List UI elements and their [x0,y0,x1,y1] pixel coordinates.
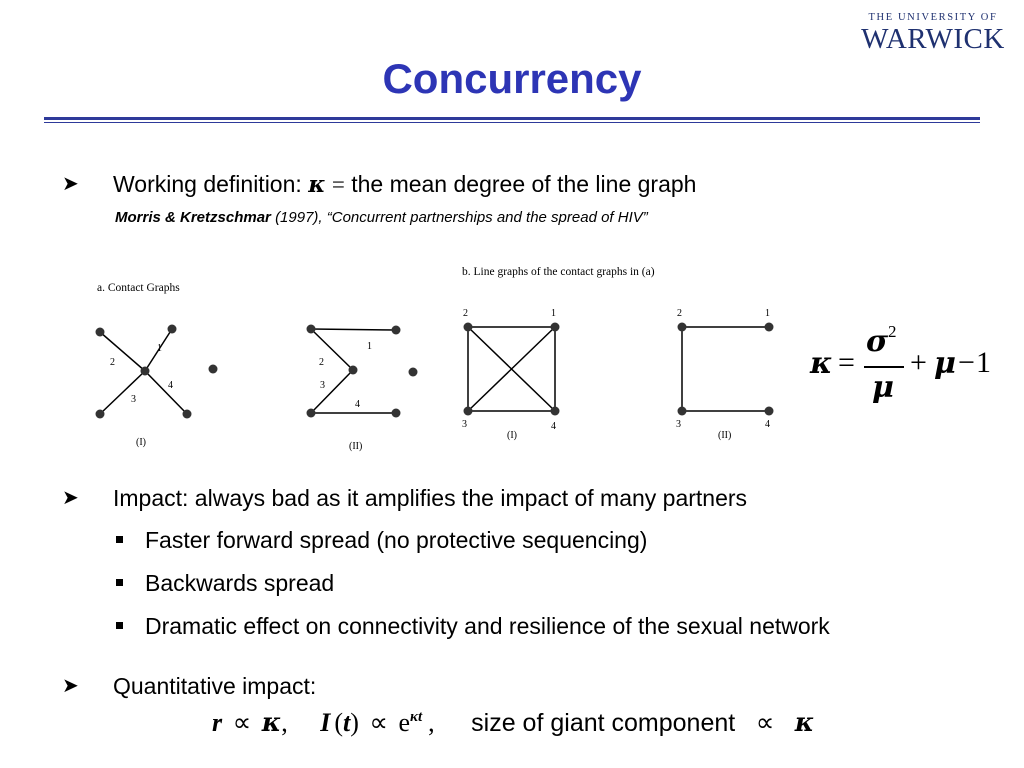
formula-minus: − [958,346,975,379]
svg-text:3: 3 [131,394,136,405]
contact-graph-ii-nodes [306,324,418,418]
university-logo: THE UNIVERSITY OF WARWICK [858,12,1008,54]
svg-text:2: 2 [110,357,115,368]
svg-text:1: 1 [157,343,162,354]
giant-component-text: size of giant component [471,709,736,737]
definition-bullet: Working definition: κ = the mean degree … [113,170,696,199]
equals-sign: = [331,172,345,197]
impact-sub-2: Backwards spread [145,570,335,596]
reference-details: (1997), “Concurrent partnerships and the… [275,209,648,226]
kappa-formula: κ = σ 2 μ + μ − 1 [808,320,1013,410]
proportionality-equation: r ∝ κ, I(t) ∝ eκt, size of giant compone… [212,708,814,748]
fraction-bar [864,366,904,368]
line-graph-i-nodes [463,322,560,416]
svg-text:2: 2 [463,308,468,319]
line-graph-ii-nodes [677,322,774,416]
svg-text:3: 3 [462,419,467,430]
formula-one: 1 [976,346,991,379]
graph-label-a1-roman: (I) [136,437,146,448]
reference-citation: Morris & Kretzschmar (1997), “Concurrent… [115,209,648,226]
contact-graph-i [99,328,188,415]
formula-kappa: κ [810,346,833,381]
arrow-bullet-icon: ➤ [62,487,79,509]
formula-equals: = [838,346,855,379]
formula-plus: + [910,346,927,379]
eq-kappa-2: κ [794,708,815,738]
svg-text:4: 4 [355,399,360,410]
impact-bullet: Impact: always bad as it amplifies the i… [113,485,748,511]
square-bullet-icon [116,622,123,629]
svg-text:3: 3 [320,380,325,391]
arrow-bullet-icon: ➤ [62,173,79,195]
eq-rparen: ) [350,708,359,737]
title-rule-thin [44,122,980,123]
line-graph-ii-labels: 2 1 3 4 [676,308,770,430]
eq-proportional-1: ∝ [232,708,252,737]
formula-mu-denominator: μ [872,370,894,405]
svg-text:1: 1 [367,341,372,352]
impact-sub-1: Faster forward spread (no protective seq… [145,527,648,553]
eq-comma-1: , [281,708,288,737]
eq-comma-2: , [428,708,435,737]
svg-text:4: 4 [551,421,556,432]
eq-exp-base: e [398,708,411,737]
contact-graph-ii-labels: 1 2 3 4 [319,341,372,410]
svg-text:1: 1 [551,308,556,319]
svg-text:1: 1 [765,308,770,319]
svg-text:4: 4 [765,419,770,430]
eq-proportional-2: ∝ [369,708,388,737]
arrow-bullet-icon: ➤ [62,675,79,697]
eq-proportional-3: ∝ [755,708,775,737]
square-bullet-icon [116,579,123,586]
eq-I: I [320,708,331,737]
eq-lparen: ( [334,708,343,737]
panel-a-caption: a. Contact Graphs [97,282,180,294]
graph-label-b1-roman: (I) [507,430,517,441]
logo-line-1: THE UNIVERSITY OF [868,12,998,23]
definition-rest: the mean degree of the line graph [351,171,697,197]
square-bullet-icon [116,536,123,543]
reference-authors: Morris & Kretzschmar [115,209,271,226]
contact-graph-i-nodes [95,324,218,419]
eq-kappa-1: κ [261,708,282,738]
eq-t: t [343,708,351,737]
quantitative-bullet: Quantitative impact: [113,673,317,699]
contact-graph-ii [310,328,397,414]
impact-sub-3: Dramatic effect on connectivity and resi… [145,613,830,639]
logo-line-2: WARWICK [861,23,1005,55]
kappa-symbol: κ [308,171,326,198]
line-graph-i-labels: 2 1 3 4 [462,308,556,432]
eq-exponent: κt [410,709,423,726]
line-graph-i [467,326,556,412]
contact-graph-i-labels: 1 2 3 4 [110,343,173,405]
contact-graphs-figure: a. Contact Graphs b. Line graphs of the … [95,266,774,452]
line-graph-ii [681,326,769,412]
svg-text:2: 2 [319,357,324,368]
formula-exponent: 2 [888,322,897,341]
definition-lead: Working definition: [113,171,302,197]
title-rule [44,117,980,120]
svg-text:4: 4 [168,380,173,391]
graph-label-b2-roman: (II) [718,430,731,441]
formula-sigma: σ [866,324,889,359]
formula-mu: μ [934,346,956,381]
graph-label-a2-roman: (II) [349,441,362,452]
svg-text:3: 3 [676,419,681,430]
panel-b-caption: b. Line graphs of the contact graphs in … [462,266,655,278]
svg-text:2: 2 [677,308,682,319]
slide-title: Concurrency [382,55,642,102]
eq-r: r [212,708,223,737]
